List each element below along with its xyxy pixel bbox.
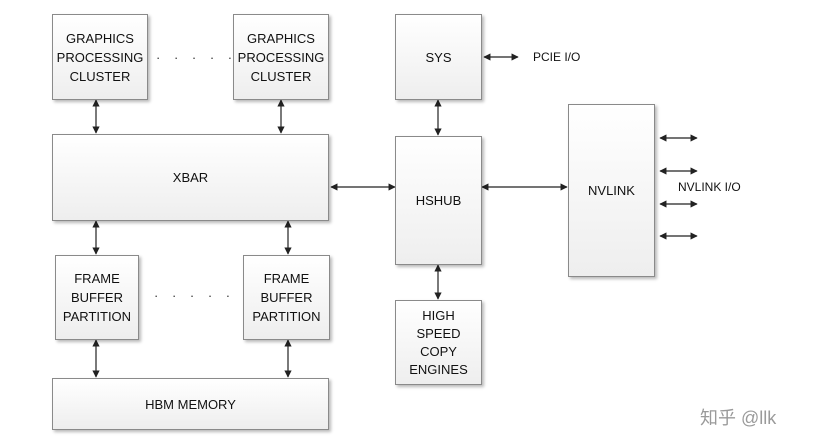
hshub-block: HSHUB (395, 136, 482, 265)
fbp-left-block: FRAME BUFFER PARTITION (55, 255, 139, 340)
sys-block: SYS (395, 14, 482, 100)
hbm-memory-block: HBM MEMORY (52, 378, 329, 430)
copy-engines-block: HIGH SPEED COPY ENGINES (395, 300, 482, 385)
watermark: 知乎 @llk (700, 408, 777, 428)
fbp-right-block: FRAME BUFFER PARTITION (243, 255, 330, 340)
ellipsis-top: · · · · · (156, 50, 238, 65)
gpc-left-block: GRAPHICS PROCESSING CLUSTER (52, 14, 148, 100)
ellipsis-bottom: · · · · · (154, 288, 236, 303)
gpc-right-block: GRAPHICS PROCESSING CLUSTER (233, 14, 329, 100)
nvlink-io-label: NVLINK I/O (678, 180, 741, 194)
nvlink-block: NVLINK (568, 104, 655, 277)
xbar-block: XBAR (52, 134, 329, 221)
pcie-io-label: PCIE I/O (533, 50, 581, 64)
